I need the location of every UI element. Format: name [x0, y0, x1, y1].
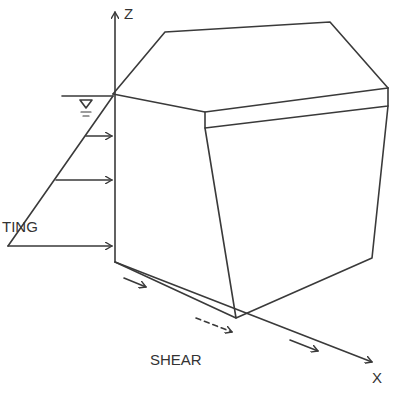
water-level-line — [62, 95, 113, 97]
pressure-arrow — [8, 245, 112, 247]
z-axis — [114, 12, 116, 262]
axis-label: SHEAR — [150, 352, 202, 367]
shear-arrow — [196, 318, 232, 332]
axis-label: X — [372, 370, 382, 385]
water-level-symbol — [80, 100, 92, 108]
x-axis — [115, 262, 372, 362]
sheared-block — [113, 22, 388, 318]
axis-label: TING — [2, 219, 38, 234]
shear-arrow — [124, 278, 146, 287]
pressure-arrow — [56, 179, 112, 181]
axis-label: Z — [124, 6, 133, 21]
pressure-arrow — [86, 135, 112, 137]
shear-arrow — [290, 340, 318, 351]
